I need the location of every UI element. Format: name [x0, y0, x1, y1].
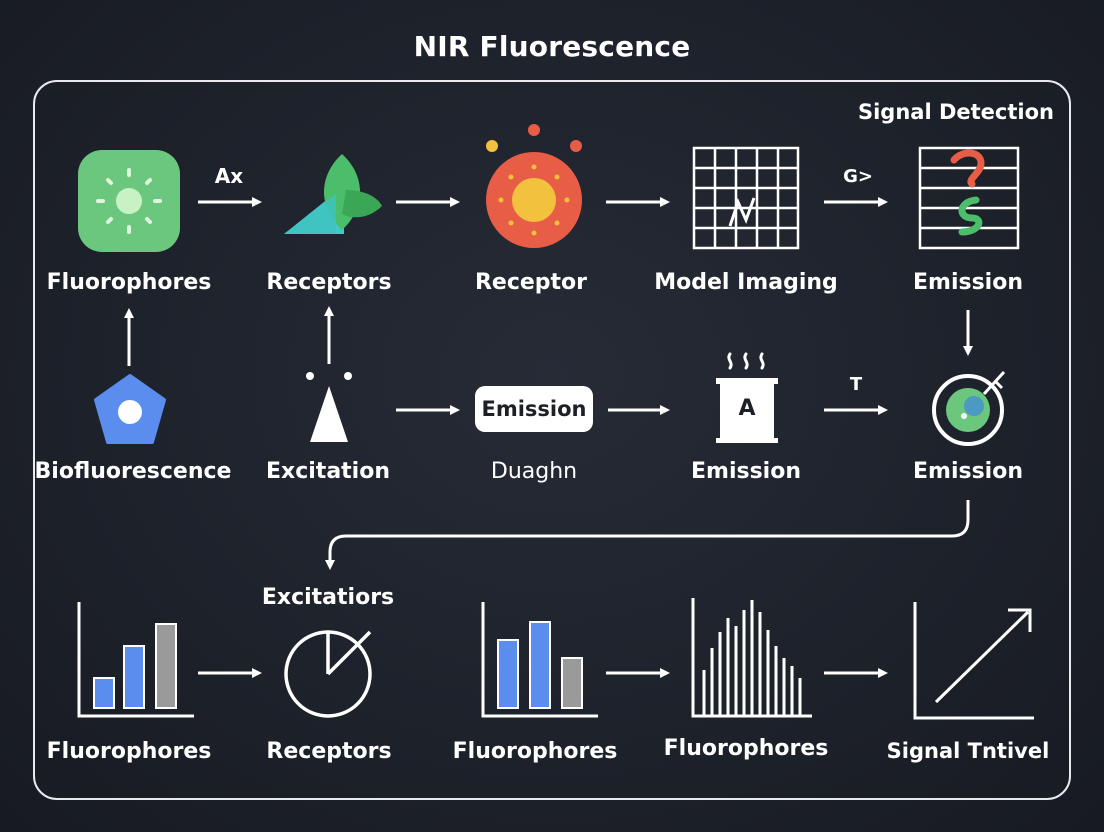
label-r1-model-imaging: Model Imaging — [654, 270, 838, 295]
arrow-return — [325, 500, 970, 570]
bar-chart-icon — [77, 602, 194, 718]
sun-receptor-icon — [486, 124, 582, 248]
label-r1-receptor: Receptor — [474, 270, 588, 295]
label-r3-receptors: Receptors — [266, 739, 392, 764]
label-r3-excitatiors: Excitatiors — [261, 585, 395, 610]
pentagon-cell-icon — [94, 374, 166, 444]
bar-chart-icon-2 — [481, 602, 598, 718]
label-r1-fluorophores: Fluorophores — [46, 270, 212, 295]
label-r3-signal: Signal Tntivel — [886, 739, 1050, 763]
diagram-title: NIR Fluorescence — [413, 30, 691, 63]
box-letter: A — [738, 396, 756, 421]
label-r2-duaghn: Duaghn — [490, 459, 578, 484]
label-r3-fluorophores-1: Fluorophores — [46, 739, 212, 764]
leaf-receptor-icon — [284, 154, 382, 234]
label-r1-emission: Emission — [913, 270, 1023, 295]
spectrum-icon — [691, 598, 812, 718]
label-r3-fluorophores-3: Fluorophores — [663, 736, 829, 761]
lined-chart-icon — [918, 146, 1020, 250]
label-r2-biofluorescence: Biofluorescence — [34, 459, 232, 484]
cone-excitation-icon — [306, 372, 352, 442]
clock-gauge-icon — [284, 630, 372, 718]
label-r2-excitation: Excitation — [266, 459, 390, 484]
grid-chart-icon — [692, 146, 800, 250]
trend-line-icon — [913, 602, 1034, 720]
fluorophore-cell-icon — [78, 150, 180, 252]
label-r2-emission: Emission — [691, 459, 801, 484]
signal-detection-label: Signal Detection — [857, 100, 1054, 124]
diagram-frame — [33, 80, 1071, 800]
arrow-label-g: G> — [843, 166, 873, 187]
emission-pill: Emission — [475, 386, 593, 432]
steam-box-icon — [716, 352, 778, 443]
arrow-label-ax: Ax — [214, 164, 244, 188]
label-r2-emission-right: Emission — [913, 459, 1023, 484]
label-r3-fluorophores-2: Fluorophores — [452, 739, 618, 764]
arrow-label-t: T — [849, 374, 863, 395]
label-r1-receptors: Receptors — [266, 270, 392, 295]
target-cell-icon — [932, 370, 1006, 446]
